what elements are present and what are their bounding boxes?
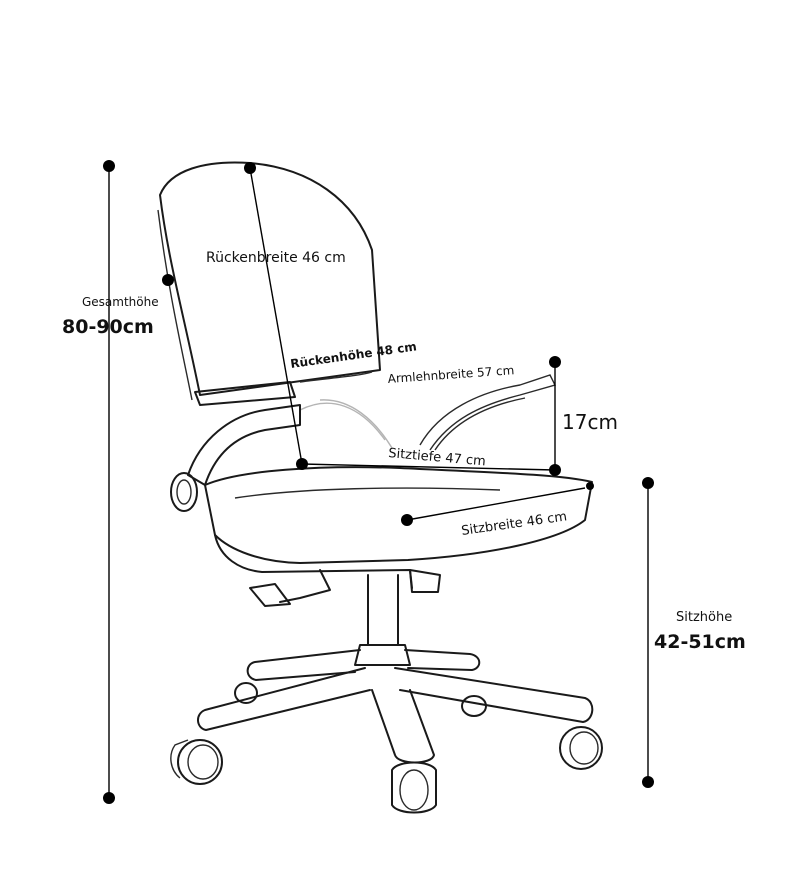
dimension-backrest-width-marker [162,274,174,286]
armrest-width-label: Armlehnbreite 57 cm [387,363,514,386]
office-chair-drawing [157,161,603,814]
chair-seat [204,466,593,589]
seat-height-title: Sitzhöhe [676,610,732,625]
backrest-height-label: Rückenhöhe 48 cm [289,339,417,371]
chair-armrest [187,374,557,486]
chair-gas-column [354,574,411,666]
armrest-height-label: 17cm [562,410,618,434]
overall-height-title: Gesamthöhe [82,295,159,309]
chair-casters [170,682,603,814]
dimension-overall-height [103,160,115,804]
chair-base [197,649,594,764]
caster-front-center [391,761,437,814]
overall-height-value: 80-90cm [62,316,154,338]
caster-back-left [234,682,258,704]
seat-height-value: 42-51cm [654,631,746,653]
chair-backrest [157,161,381,406]
dimension-armrest-height [549,356,561,476]
chair-knob [170,472,198,512]
caster-front-right [559,726,603,770]
dimension-seat-height [642,477,654,788]
dimension-seat-width [401,482,594,526]
backrest-width-label: Rückenbreite 46 cm [206,250,346,266]
seat-width-label: Sitzbreite 46 cm [460,509,567,539]
caster-back-right [461,695,487,717]
chair-mechanism [249,569,441,607]
caster-front-left [170,739,223,785]
dimension-backrest-height [244,162,308,470]
backrest-mesh-hint [299,399,393,449]
dimension-seat-depth [301,463,556,471]
